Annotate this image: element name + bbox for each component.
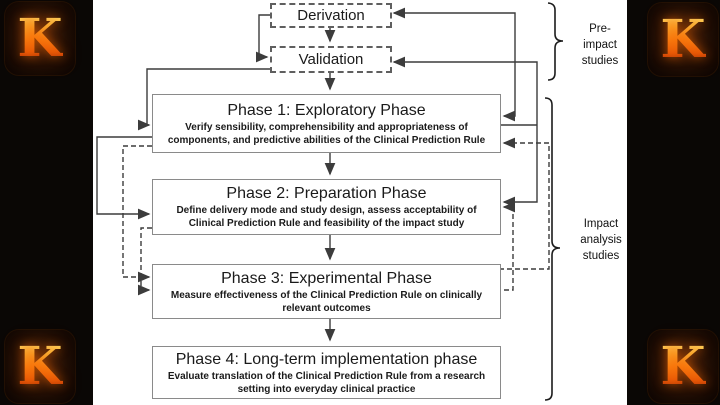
phase-4-title: Phase 4: Long-term implementation phase	[175, 350, 478, 368]
phase-1-title: Phase 1: Exploratory Phase	[227, 101, 426, 119]
fire-k-logo-bottom-left: K	[4, 329, 76, 404]
validation-label: Validation	[298, 51, 364, 68]
phase-2-description: Define delivery mode and study design, a…	[176, 205, 477, 229]
right-sidebar: K K	[627, 0, 720, 405]
phase-3-title: Phase 3: Experimental Phase	[221, 269, 432, 287]
phase-3-description: Measure effectiveness of the Clinical Pr…	[170, 289, 483, 314]
impact-analysis-studies-label: Impact analysis studies	[580, 218, 622, 262]
phase-1-description: Verify sensibility, comprehensibility an…	[167, 121, 486, 146]
phase-4-box: Phase 4: Long-term implementation phase …	[152, 346, 501, 399]
k-letter: K	[17, 335, 63, 397]
pre-impact-studies-label: Pre- impact studies	[581, 23, 619, 67]
derivation-label: Derivation	[297, 7, 365, 24]
validation-box: Validation	[270, 46, 392, 73]
grouping-braces	[544, 2, 564, 401]
phase-2-box: Phase 2: Preparation Phase Define delive…	[152, 179, 501, 235]
phase-2-title: Phase 2: Preparation Phase	[226, 185, 427, 202]
fire-k-logo-top-left: K	[4, 1, 76, 76]
derivation-box: Derivation	[270, 3, 392, 28]
right-dashed-arrows	[501, 137, 550, 291]
k-letter: K	[17, 7, 63, 69]
fire-k-logo-top-right: K	[647, 2, 719, 77]
k-letter: K	[660, 8, 706, 70]
phase-1-box: Phase 1: Exploratory Phase Verify sensib…	[152, 94, 501, 153]
phase-3-box: Phase 3: Experimental Phase Measure effe…	[152, 264, 501, 319]
k-letter: K	[660, 335, 706, 397]
right-solid-arrows	[392, 7, 538, 208]
phase-4-description: Evaluate translation of the Clinical Pre…	[167, 370, 486, 395]
fire-k-logo-bottom-right: K	[647, 329, 719, 404]
left-sidebar: K K	[0, 0, 93, 405]
left-dashed-arrows	[122, 145, 152, 296]
